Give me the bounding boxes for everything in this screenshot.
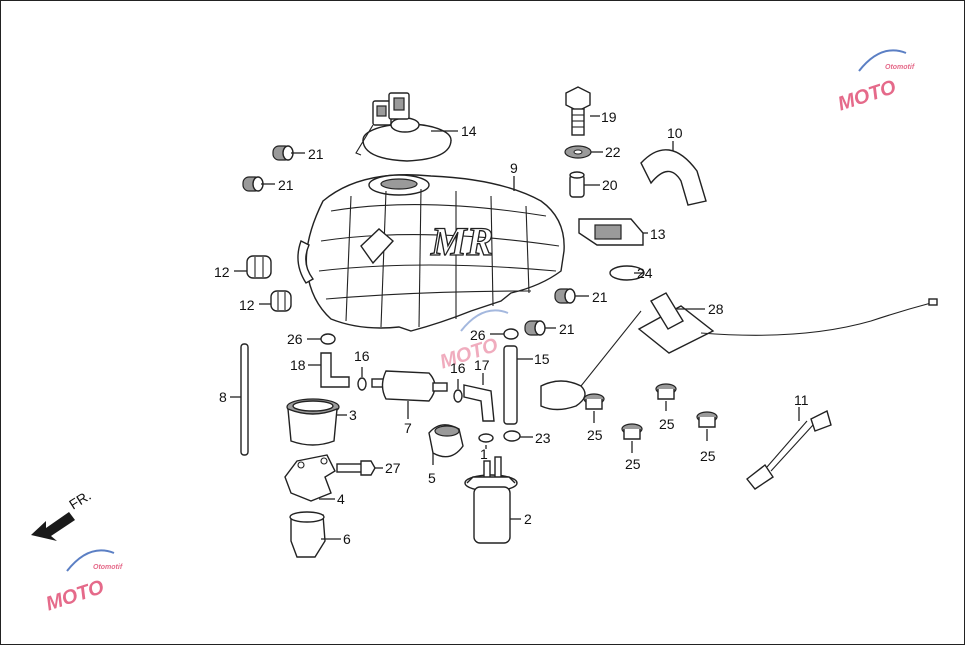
callout-number: 25 [587,427,603,443]
callout-number: 18 [290,357,306,373]
flange-nut [621,423,643,440]
callout-number: 6 [343,531,351,547]
callout-number: 21 [278,177,294,193]
callout-number: 26 [470,327,486,343]
callout-number: 22 [605,144,621,160]
damper [246,255,272,279]
watermark-subtext: Otomotif [885,64,915,71]
tank-logo: MR [430,219,493,264]
fuel-hose-elbow [463,384,495,422]
washer [564,145,592,159]
flange-nut [655,383,677,400]
grommet [272,145,294,161]
callout-number: 2 [524,511,532,527]
callout-number: 24 [637,265,653,281]
callout-number: 7 [404,420,412,436]
callout-number: 9 [510,160,518,176]
wiring-connector [746,409,832,490]
fuel-cap-assembly [355,92,452,162]
watermark-text: MOTO [43,576,107,615]
direction-label: FR. [66,487,94,513]
pump-cap [428,424,464,458]
callout-number: 3 [349,407,357,423]
watermark-top-right: MOTO Otomotif [835,49,915,116]
hose-clip [503,328,519,340]
callout-number: 28 [708,301,724,317]
grommet [524,320,546,336]
tank-bracket [578,218,644,246]
callout-number: 12 [214,264,230,280]
callout-number: 25 [625,456,641,472]
damper [270,290,292,312]
callout-number: 23 [535,430,551,446]
tank-cover-pad [640,149,707,206]
fuel-tank: MR [297,174,565,332]
callout-number: 13 [650,226,666,242]
collar [569,171,585,198]
hose-clip [320,333,336,345]
callout-number: 11 [794,392,809,408]
callout-number: 19 [601,109,617,125]
callout-number: 20 [602,177,618,193]
callout-number: 15 [534,351,550,367]
watermark-bottom-left: MOTO Otomotif [43,549,123,616]
fuel-hose [503,345,518,425]
callout-number: 25 [659,416,675,432]
callout-number: 5 [428,470,436,486]
callout-number: 10 [667,125,683,141]
callout-number: 21 [559,321,575,337]
fuel-hose-elbow [320,352,350,388]
callout-number: 14 [461,123,477,139]
pump-seal [478,433,494,443]
pump-bracket [284,454,336,502]
fuel-level-sensor [540,292,938,411]
callout-number: 16 [450,360,466,376]
pump-boot [289,511,326,558]
drain-tube [240,343,249,456]
bolt [336,460,376,476]
bolt [565,86,591,136]
watermark-text: MOTO [835,76,899,115]
callout-number: 16 [354,348,370,364]
callout-number: 27 [385,460,401,476]
fuel-pump [464,456,518,544]
callout-number: 12 [239,297,255,313]
callout-number: 21 [308,146,324,162]
front-direction-arrow: FR. [31,487,94,541]
callout-number: 21 [592,289,608,305]
callout-number: 8 [219,389,227,405]
callout-number: 1 [480,446,488,462]
callout-number: 26 [287,331,303,347]
callout-number: 17 [474,357,490,373]
flange-nut [583,393,605,410]
callout-number: 4 [337,491,345,507]
flange-nut [696,411,718,428]
fuel-filter [371,370,448,402]
hose-clamp [453,389,463,403]
o-ring [503,430,521,442]
hose-clamp [357,377,367,391]
watermark-subtext: Otomotif [93,564,123,571]
pump-lock-ring [286,398,340,446]
callout-number: 25 [700,448,716,464]
grommet [242,176,264,192]
grommet [554,288,576,304]
